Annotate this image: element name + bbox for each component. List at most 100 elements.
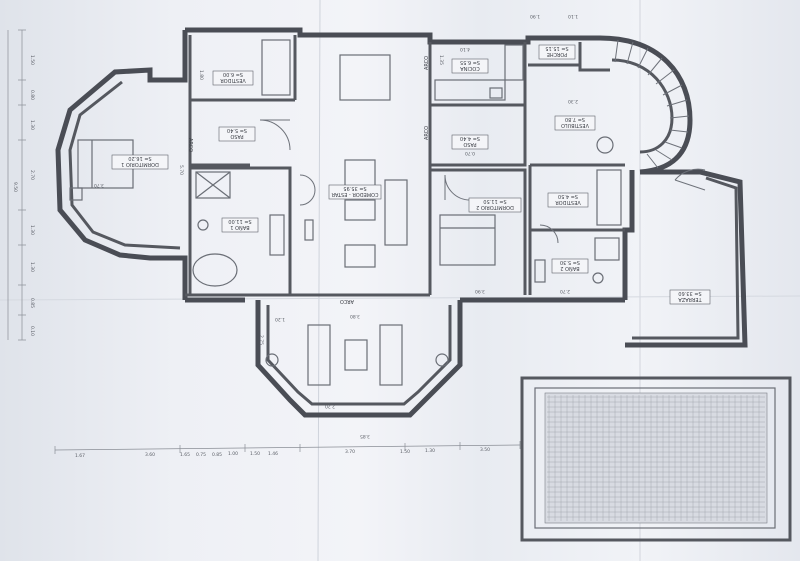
dim-label: 0.85 (212, 452, 222, 458)
svg-text:1.20: 1.20 (275, 316, 285, 322)
svg-text:PORCHE: PORCHE (547, 51, 568, 57)
bed-icon (439, 214, 496, 266)
dim-label: 0.85 (29, 298, 35, 308)
svg-text:S= 6.55: S= 6.55 (460, 59, 480, 65)
svg-text:DORMITORIO 2: DORMITORIO 2 (476, 204, 514, 210)
dim-label: 0.75 (196, 452, 206, 458)
svg-text:S= 16.20: S= 16.20 (128, 155, 151, 161)
svg-text:3.70: 3.70 (94, 182, 104, 188)
stove-icon (504, 44, 524, 81)
svg-text:3.85: 3.85 (360, 433, 370, 439)
svg-text:S= 6.00: S= 6.00 (223, 71, 243, 77)
room-label-cocina: COCINA S= 6.55 (451, 58, 489, 74)
dim-label: 3.60 (145, 452, 155, 458)
svg-text:1.90: 1.90 (530, 13, 540, 19)
sink-icon (534, 259, 546, 283)
dim-label: 1.67 (75, 453, 85, 459)
plant-icon (265, 353, 279, 367)
shower-icon (594, 237, 620, 261)
pool-tile-grid (547, 395, 765, 521)
interior-walls (185, 35, 625, 297)
svg-text:3.90: 3.90 (475, 288, 485, 294)
dim-label: 1.50 (250, 451, 260, 457)
dim-label: 3.70 (345, 449, 355, 455)
counter-icon (434, 79, 506, 101)
room-label-paso1: PASO S= 5.40 (218, 126, 256, 142)
dim-label: 1.65 (180, 452, 190, 458)
dim-label: 1.30 (29, 262, 35, 272)
sofa-icon (379, 324, 403, 386)
svg-text:S= 4.50: S= 4.50 (558, 193, 578, 199)
wardrobe-icon (596, 169, 622, 226)
dim-label: 1.46 (268, 451, 278, 457)
room-label-porche: PORCHE S= 15.15 (538, 44, 576, 60)
left-dimension-labels: 1.50 0.80 1.30 2.70 1.30 1.30 0.85 0.10 … (12, 55, 35, 336)
bathtub-icon (192, 253, 238, 287)
svg-text:S= 11.00: S= 11.00 (228, 218, 251, 224)
wardrobe-icon (261, 39, 291, 96)
dim-label: 1.30 (425, 448, 435, 454)
svg-text:COMEDOR - ESTAR: COMEDOR - ESTAR (331, 191, 379, 197)
dim-label: 1.00 (228, 451, 238, 457)
fireplace-icon (304, 219, 314, 241)
svg-text:2.75: 2.75 (258, 335, 264, 345)
arco-labels: ARCO ARCO ARCO ARCO (187, 56, 430, 304)
svg-text:TERRAZA: TERRAZA (678, 296, 703, 302)
svg-text:S= 4.40: S= 4.40 (460, 135, 480, 141)
armchair-icon (344, 244, 376, 268)
svg-text:2.70: 2.70 (560, 288, 570, 294)
svg-text:1.10: 1.10 (568, 13, 578, 19)
svg-text:S= 33.60: S= 33.60 (678, 290, 701, 296)
svg-text:VESTIBULO: VESTIBULO (561, 122, 589, 128)
bottom-dimension-chain: 1.67 3.60 1.65 0.75 0.85 1.00 1.50 1.46 … (54, 441, 521, 459)
svg-text:S= 5.30: S= 5.30 (560, 259, 580, 265)
room-label-bano2: BAÑO 2 S= 5.30 (551, 258, 589, 274)
arco-label: ARCO (340, 298, 354, 304)
staircase (614, 39, 690, 169)
svg-text:2.30: 2.30 (568, 98, 578, 104)
dim-label: 2.70 (29, 170, 35, 180)
svg-text:S= 15.15: S= 15.15 (545, 45, 568, 51)
doors (259, 119, 706, 244)
room-label-vestibulo: VESTIBULO S= 7.80 (554, 115, 596, 131)
room-label-bano1: BAÑO 1 S= 11.00 (221, 217, 259, 233)
pool-tiling (544, 392, 768, 524)
plant-icon (596, 136, 614, 154)
svg-text:PASO: PASO (230, 133, 243, 139)
room-label-dormitorio2: DORMITORIO 2 S= 11.50 (468, 197, 522, 213)
arco-label: ARCO (424, 126, 430, 140)
dim-label: 3.50 (480, 447, 490, 453)
dim-label: 0.10 (29, 326, 35, 336)
svg-text:5.70: 5.70 (178, 165, 184, 175)
nightstand-icon (69, 187, 83, 201)
svg-text:PASO: PASO (463, 141, 476, 147)
room-labels: DORMITORIO 1 S= 16.20 VESTIDOR S= 6.00 P… (111, 44, 711, 305)
toilet-icon (592, 272, 604, 284)
dim-label: 1.50 (400, 449, 410, 455)
table-icon (339, 54, 391, 101)
inner-dimension-labels: 1.80 5.70 3.70 3.80 1.20 2.30 1.35 0.70 … (94, 13, 578, 439)
dim-label: 1.30 (29, 225, 35, 235)
svg-text:BAÑO 2: BAÑO 2 (560, 265, 579, 272)
dim-total: 9.50 (12, 182, 18, 192)
coffee-table-icon (344, 339, 368, 371)
sofa-icon (384, 179, 408, 246)
svg-text:1.35: 1.35 (438, 55, 444, 65)
svg-text:1.80: 1.80 (198, 70, 204, 80)
svg-text:COCINA: COCINA (460, 65, 480, 71)
plant-icon (435, 353, 449, 367)
room-label-paso2: PASO S= 4.40 (451, 134, 489, 150)
svg-text:DORMITORIO 1: DORMITORIO 1 (121, 161, 159, 167)
svg-text:S= 11.50: S= 11.50 (483, 198, 506, 204)
exterior-walls (55, 27, 748, 418)
svg-text:4.10: 4.10 (460, 46, 470, 52)
arco-label: ARCO (424, 56, 430, 70)
fold-line (317, 0, 321, 561)
svg-text:VESTIDOR: VESTIDOR (555, 199, 581, 205)
room-label-vestidor: VESTIDOR S= 6.00 (212, 70, 254, 86)
svg-text:S= 7.80: S= 7.80 (565, 116, 585, 122)
room-label-dormitorio1: DORMITORIO 1 S= 16.20 (111, 154, 169, 170)
svg-text:3.80: 3.80 (350, 313, 360, 319)
